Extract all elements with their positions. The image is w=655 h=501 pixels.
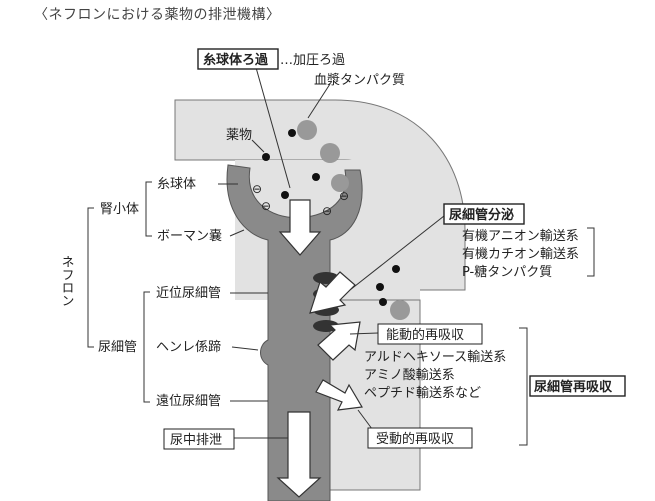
reabsorption-transporter-label: アミノ酸輸送系	[364, 368, 455, 383]
loop-of-henle-label: ヘンレ係蹄	[156, 339, 221, 355]
urinary-excretion-box	[163, 428, 235, 450]
reabsorption-transporter-label: アルドヘキソース輸送系	[364, 350, 506, 365]
nephron-label: ネフロン	[59, 255, 74, 307]
plasma-protein-dot	[390, 300, 410, 320]
leader-line	[349, 215, 445, 291]
excretion-arrow	[276, 411, 322, 498]
drug-dot	[376, 283, 384, 291]
glomerulus-label: 糸球体	[157, 177, 196, 192]
tubular-reabsorption-label: 尿細管再吸収	[534, 379, 613, 395]
drug-dot	[379, 298, 387, 306]
bracket-reabsorption	[519, 327, 528, 446]
reabsorption-transporter-label: ペプチド輸送系など	[364, 386, 481, 401]
renal-tubule-label: 尿細管	[98, 340, 137, 355]
passive-reabsorption-arrow	[315, 379, 363, 411]
tubular-reabsorption-box	[529, 375, 626, 397]
active-reabsorption-label: 能動的再吸収	[386, 327, 464, 343]
leader-line	[349, 332, 379, 335]
bowman-capsule-label: ボーマン嚢	[157, 228, 222, 244]
minus-marker: ⊖	[252, 182, 262, 196]
distal-tubule-label: 遠位尿細管	[156, 394, 221, 409]
bracket-renal-tubule	[143, 291, 150, 403]
bracket-secretion	[587, 227, 595, 277]
renal-corpuscle-label: 腎小体	[100, 202, 139, 217]
minus-marker: ⊖	[339, 189, 349, 203]
diagram-title: 〈ネフロンにおける薬物の排泄機構〉	[34, 7, 281, 23]
plasma-protein-label: 血漿タンパク質	[314, 73, 405, 88]
drug-dot	[312, 173, 320, 181]
plasma-protein-dot	[297, 120, 317, 140]
bracket-nephron	[87, 207, 94, 348]
leader-line	[254, 63, 291, 189]
glomerular-filtration-box	[197, 48, 279, 70]
leader-line	[307, 83, 331, 119]
active-reabsorption-arrow	[317, 321, 361, 361]
leader-line	[251, 139, 265, 153]
transporter-oval	[313, 320, 339, 332]
leader-line	[231, 346, 259, 351]
drug-dot	[392, 265, 400, 273]
plasma-protein-dot	[320, 143, 340, 163]
proximal-tubule-label: 近位尿細管	[156, 286, 221, 301]
urinary-excretion-label: 尿中排泄	[170, 433, 222, 448]
drug-dot	[288, 129, 296, 137]
pressure-filtration-note: …加圧ろ過	[280, 53, 345, 68]
passive-reabsorption-label: 受動的再吸収	[376, 431, 454, 447]
transporter-label: 有機カチオン輸送系	[462, 247, 579, 262]
drug-dot	[262, 153, 270, 161]
plasma-protein-dot	[331, 174, 349, 192]
secretion-arrow	[309, 271, 356, 314]
drug-dot	[281, 191, 289, 199]
minus-marker: ⊖	[322, 204, 332, 218]
minus-marker: ⊖	[261, 199, 271, 213]
tubular-secretion-label: 尿細管分泌	[449, 207, 514, 223]
transporter-label: P-糖タンパク質	[462, 264, 552, 280]
drug-label: 薬物	[226, 128, 252, 143]
filtration-arrow	[278, 199, 322, 256]
glomerular-filtration-label: 糸球体ろ過	[203, 52, 269, 68]
leader-line	[229, 229, 245, 237]
passive-reabsorption-box	[367, 427, 473, 449]
tubular-secretion-box	[443, 203, 525, 225]
active-reabsorption-box	[377, 323, 483, 345]
transporter-label: 有機アニオン輸送系	[462, 229, 579, 244]
bracket-renal-corpuscle	[145, 181, 152, 237]
